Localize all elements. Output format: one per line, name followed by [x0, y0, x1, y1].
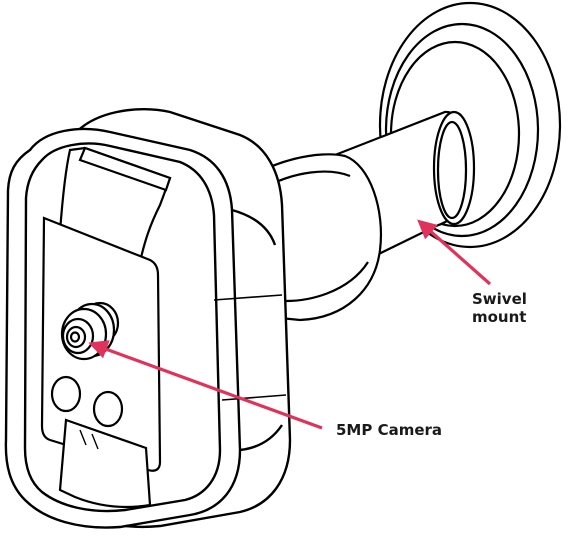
camera-label: 5MP Camera — [336, 421, 443, 439]
top-window — [58, 146, 172, 264]
camera-callout-arrow — [88, 340, 323, 430]
swivel-mount-label-line2: mount — [472, 308, 527, 326]
swivel-callout-arrow — [417, 219, 492, 286]
swivel-mount-label-line1: Swivel — [472, 290, 527, 308]
bottom-tab — [58, 418, 152, 509]
camera-lens — [60, 301, 120, 361]
ir-sensors — [50, 375, 124, 428]
swivel-mount-label: Swivel mount — [472, 290, 527, 326]
